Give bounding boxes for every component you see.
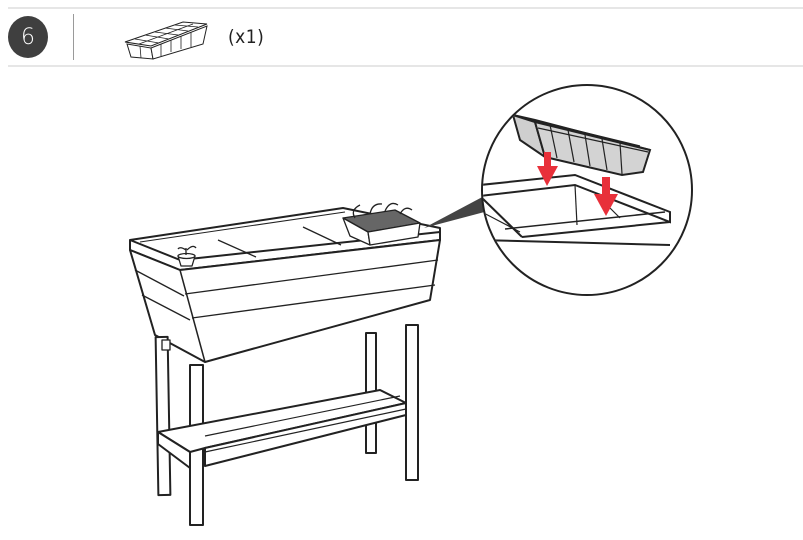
step-number: 6 xyxy=(21,24,35,50)
seedling-pot-icon xyxy=(177,245,197,267)
step-number-badge: 6 xyxy=(8,16,48,58)
detail-callout xyxy=(481,84,693,296)
seedling-tray-icon xyxy=(124,21,208,60)
part-quantity: (x1) xyxy=(228,26,265,48)
header-bottom-rule xyxy=(8,65,803,67)
header-divider xyxy=(73,14,74,60)
callout-pointer xyxy=(424,194,492,228)
insert-arrow-icon xyxy=(537,152,618,216)
header-top-rule xyxy=(8,7,803,9)
planter-assembly-illustration xyxy=(129,84,693,526)
seedling-tray-on-planter xyxy=(342,202,421,246)
